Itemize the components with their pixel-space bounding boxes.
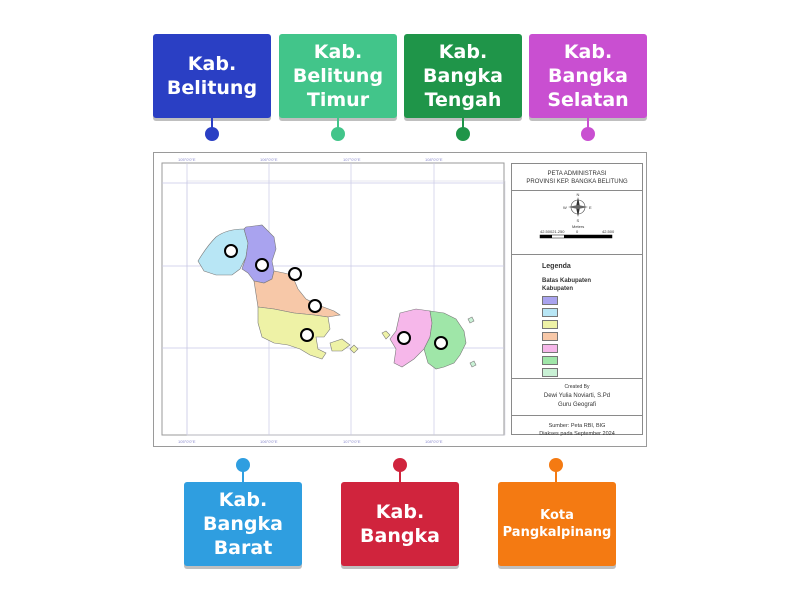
svg-text:Meters: Meters	[572, 224, 584, 229]
legend-section: Legenda Batas Kabupaten Kabupaten	[512, 255, 642, 379]
map-marker[interactable]	[288, 267, 302, 281]
credit-section: Created By Dewi Yulia Noviarti, S.Pd Gur…	[512, 379, 642, 416]
region-bangka-barat	[197, 228, 249, 276]
svg-text:107°0'0"E: 107°0'0"E	[343, 439, 361, 444]
author-role: Guru Geografi	[557, 402, 597, 408]
drop-pin[interactable]	[581, 127, 595, 141]
label-tile-belitung-timur[interactable]: Kab. Belitung Timur	[279, 34, 397, 118]
administrative-map: 105°0'0"E 106°0'0"E 107°0'0"E 108°0'0"E 105…	[153, 152, 647, 447]
label-tile-bangka-tengah[interactable]: Kab. Bangka Tengah	[404, 34, 522, 118]
drop-pin[interactable]	[236, 458, 250, 472]
compass-section: N S E W Meters 42.50021.250 0 42.500	[512, 191, 642, 255]
svg-text:0: 0	[576, 229, 579, 234]
drop-pin[interactable]	[456, 127, 470, 141]
author-name: Dewi Yulia Noviarti, S.Pd	[543, 393, 611, 399]
legend-kabupaten-label: Kabupaten	[542, 286, 574, 292]
legend-swatch	[542, 296, 558, 305]
created-by-label: Created By	[564, 384, 590, 390]
label-tile-bangka-barat[interactable]: Kab. Bangka Barat	[184, 482, 302, 566]
legend-swatch	[542, 344, 558, 353]
drop-pin[interactable]	[549, 458, 563, 472]
map-marker[interactable]	[434, 336, 448, 350]
svg-text:N: N	[577, 192, 580, 197]
region-bangka-selatan	[257, 306, 331, 360]
connector-line	[587, 118, 589, 130]
legend-swatch	[542, 332, 558, 341]
map-marker[interactable]	[308, 299, 322, 313]
map-marker[interactable]	[255, 258, 269, 272]
svg-text:42.500: 42.500	[602, 229, 615, 234]
connector-line	[337, 118, 339, 130]
svg-text:106°0'0"E: 106°0'0"E	[260, 157, 278, 162]
map-border	[161, 162, 505, 436]
connector-line	[555, 468, 557, 482]
drop-pin[interactable]	[331, 127, 345, 141]
svg-text:108°0'0"E: 108°0'0"E	[425, 439, 443, 444]
svg-text:108°0'0"E: 108°0'0"E	[425, 157, 443, 162]
source-section: Sumber: Peta RBI, BIG Diakses pada Septe…	[512, 416, 642, 438]
map-title: PETA ADMINISTRASI PROVINSI KEP. BANGKA B…	[512, 164, 642, 191]
svg-text:106°0'0"E: 106°0'0"E	[260, 439, 278, 444]
map-marker[interactable]	[300, 328, 314, 342]
legend-swatch	[542, 320, 558, 329]
legend-swatch	[542, 308, 558, 317]
map-grid	[162, 163, 504, 435]
svg-text:E: E	[589, 205, 592, 210]
map-marker[interactable]	[224, 244, 238, 258]
legend-title: Legenda	[542, 263, 571, 270]
legend-swatch	[542, 356, 558, 365]
connector-line	[399, 468, 401, 482]
drop-pin[interactable]	[205, 127, 219, 141]
svg-text:W: W	[563, 205, 567, 210]
connector-line	[462, 118, 464, 130]
svg-text:107°0'0"E: 107°0'0"E	[343, 157, 361, 162]
legend-panel: PETA ADMINISTRASI PROVINSI KEP. BANGKA B…	[511, 163, 643, 438]
label-tile-belitung[interactable]: Kab. Belitung	[153, 34, 271, 118]
coordinate-labels: 105°0'0"E 106°0'0"E 107°0'0"E 108°0'0"E 105…	[178, 157, 443, 444]
drop-pin[interactable]	[393, 458, 407, 472]
map-title-line2: PROVINSI KEP. BANGKA BELITUNG	[526, 179, 628, 185]
legend-swatch	[542, 368, 558, 377]
source-text: Sumber: Peta RBI, BIG	[548, 423, 606, 429]
map-marker[interactable]	[397, 331, 411, 345]
label-tile-kota-pangkalpinang[interactable]: Kota Pangkalpinang	[498, 482, 616, 566]
svg-text:105°0'0"E: 105°0'0"E	[178, 439, 196, 444]
label-tile-bangka[interactable]: Kab. Bangka	[341, 482, 459, 566]
legend-boundary-label: Batas Kabupaten	[542, 278, 592, 284]
map-title-line1: PETA ADMINISTRASI	[547, 171, 607, 177]
accessed-text: Diakses pada September 2024	[539, 431, 615, 437]
svg-text:S: S	[577, 218, 580, 223]
svg-text:42.50021.250: 42.50021.250	[540, 229, 565, 234]
region-bangka	[241, 224, 277, 284]
compass-rose-icon: N S E W Meters 42.50021.250 0 42.500	[539, 192, 615, 239]
label-tile-bangka-selatan[interactable]: Kab. Bangka Selatan	[529, 34, 647, 118]
svg-text:105°0'0"E: 105°0'0"E	[178, 157, 196, 162]
connector-line	[211, 118, 213, 130]
connector-line	[242, 468, 244, 482]
